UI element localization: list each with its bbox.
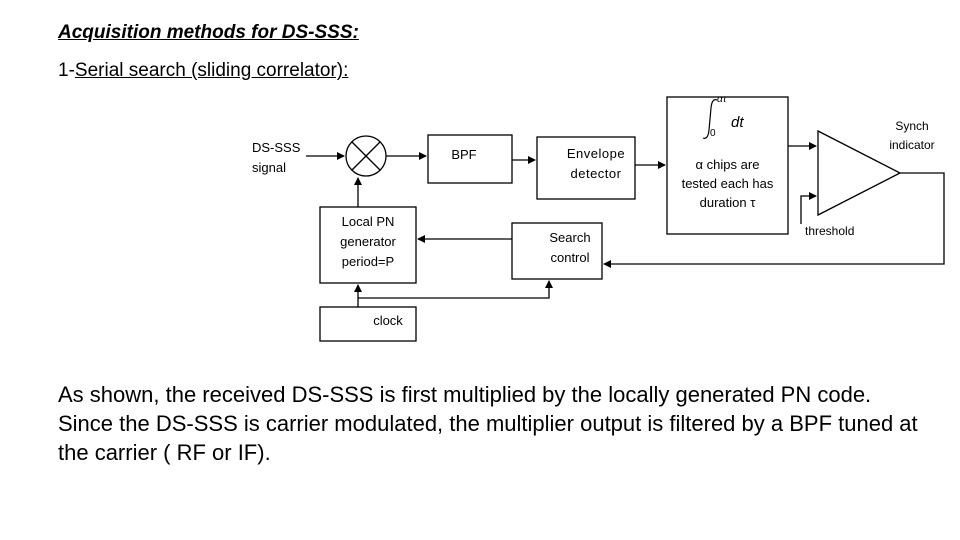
pn-block — [319, 206, 417, 284]
bpf-label: BPF — [451, 147, 477, 162]
search-line2: control — [550, 250, 590, 265]
integral-upper-limit: ατ — [717, 94, 727, 105]
integrator-note-line2: tested each has — [681, 176, 774, 191]
input-label-line1: DS-SSS — [252, 140, 301, 155]
wire-threshold — [800, 192, 817, 224]
integrator-note-line3: duration τ — [699, 195, 756, 210]
multiplier-cross-b — [351, 141, 381, 171]
subtitle-underlined: Serial search (sliding correlator): — [74, 60, 349, 81]
search-line1: Search — [549, 230, 591, 245]
clock-block — [319, 306, 417, 342]
envelope-block — [536, 136, 636, 200]
synch-line2: indicator — [889, 138, 935, 152]
pn-generator-label: Local PN generator period=P — [320, 212, 416, 272]
input-label: DS-SSS signal — [252, 138, 300, 178]
envelope-line2: detector — [570, 166, 622, 181]
comparator-triangle — [817, 129, 902, 217]
pn-line1: Local PN — [341, 214, 395, 229]
synch-line1: Synch — [895, 119, 929, 133]
clock-label: clock — [373, 313, 403, 328]
integrator-note: α chips are tested each has duration τ — [667, 155, 788, 212]
integral-dt: dt — [731, 114, 744, 131]
envelope-label: Envelope detector — [537, 144, 655, 184]
wire-feedback — [603, 172, 945, 268]
synch-indicator-label: Synch indicator — [880, 117, 944, 155]
wire-clock-search — [358, 280, 553, 299]
pn-line2: generator — [340, 234, 396, 249]
input-label-line2: signal — [252, 160, 286, 175]
integrator-note-line1: α chips are — [695, 157, 760, 172]
slide-subtitle: 1-Serial search (sliding correlator): — [58, 60, 348, 82]
integrator-block — [666, 96, 789, 235]
body-paragraph: As shown, the received DS-SSS is first m… — [58, 382, 918, 465]
threshold-label: threshold — [805, 224, 855, 238]
pn-line3: period=P — [341, 254, 395, 269]
envelope-line1: Envelope — [566, 146, 626, 161]
bpf-block — [427, 134, 513, 184]
integral-symbol — [702, 99, 718, 139]
integral-lower-limit: 0 — [710, 128, 716, 139]
subtitle-prefix: 1- — [58, 60, 75, 81]
search-block — [511, 222, 603, 280]
search-control-label: Search control — [512, 228, 628, 268]
slide-title: Acquisition methods for DS-SSS: — [58, 22, 359, 43]
